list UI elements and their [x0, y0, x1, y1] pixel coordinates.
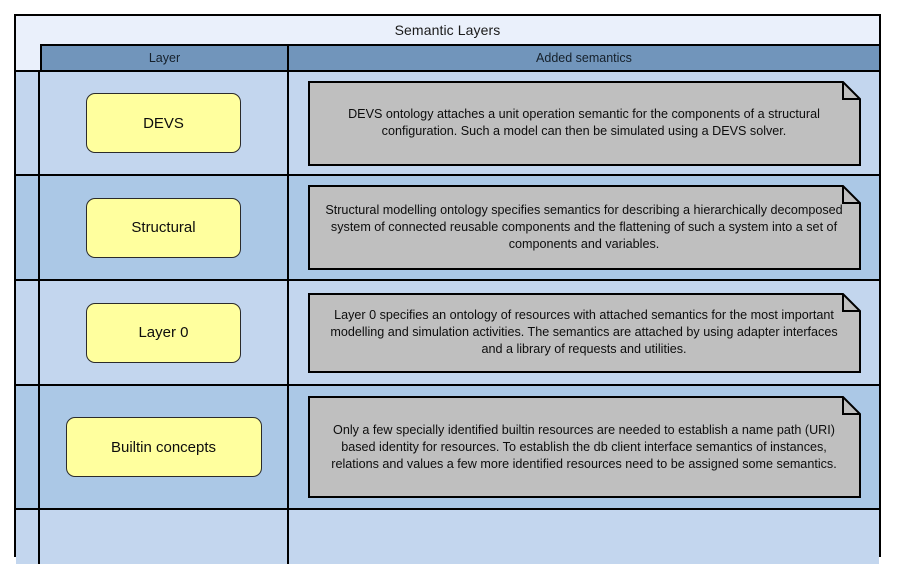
layer-cell: DEVS	[40, 72, 289, 174]
table-row: Builtin concepts Only a few specially id…	[16, 384, 879, 508]
semantic-layers-table: Semantic Layers Layer Added semantics DE…	[14, 14, 881, 564]
note-shape-builtin-concepts[interactable]: Only a few specially identified builtin …	[307, 396, 861, 498]
semantics-cell: Only a few specially identified builtin …	[289, 386, 879, 508]
row-gutter-cell	[16, 72, 40, 174]
layer-box-devs[interactable]: DEVS	[86, 93, 241, 153]
layer-box-structural-label: Structural	[131, 219, 196, 236]
semantics-cell: Structural modelling ontology specifies …	[289, 176, 879, 279]
note-body-devs: DEVS ontology attaches a unit operation …	[308, 81, 861, 166]
semantics-cell: DEVS ontology attaches a unit operation …	[289, 72, 879, 174]
row-gutter-cell	[16, 510, 40, 564]
column-header-layer-label: Layer	[148, 51, 181, 65]
semantics-cell: Layer 0 specifies an ontology of resourc…	[289, 281, 879, 384]
diagram-title: Semantic Layers	[16, 16, 879, 44]
note-body-builtin-concepts: Only a few specially identified builtin …	[308, 396, 861, 498]
note-text-builtin-concepts: Only a few specially identified builtin …	[331, 422, 837, 471]
layer-cell: Structural	[40, 176, 289, 279]
layer-box-builtin-concepts[interactable]: Builtin concepts	[65, 417, 262, 477]
layer-box-layer-0[interactable]: Layer 0	[86, 302, 241, 363]
note-body-structural: Structural modelling ontology specifies …	[308, 185, 861, 270]
note-text-layer-0: Layer 0 specifies an ontology of resourc…	[330, 308, 838, 356]
table-row-empty	[16, 508, 879, 564]
layer-cell-empty	[40, 510, 289, 564]
layer-box-builtin-concepts-label: Builtin concepts	[110, 438, 217, 456]
note-shape-structural[interactable]: Structural modelling ontology specifies …	[307, 185, 861, 270]
layer-box-structural[interactable]: Structural	[86, 197, 241, 258]
note-text-devs: DEVS ontology attaches a unit operation …	[348, 107, 820, 138]
layer-cell: Layer 0	[40, 281, 289, 384]
note-text-structural: Structural modelling ontology specifies …	[325, 203, 843, 251]
layer-cell: Builtin concepts	[40, 386, 289, 508]
diagram-title-text: Semantic Layers	[394, 22, 501, 38]
note-shape-layer-0[interactable]: Layer 0 specifies an ontology of resourc…	[307, 292, 861, 373]
semantics-cell-empty	[289, 510, 879, 564]
row-gutter-cell	[16, 176, 40, 279]
layer-box-devs-label: DEVS	[143, 114, 184, 132]
table-row: Layer 0 Layer 0 specifies an ontology of…	[16, 279, 879, 384]
column-header-added-semantics-label: Added semantics	[536, 51, 632, 65]
table-grid: Layer Added semantics DEVS DEVS o	[16, 44, 879, 564]
table-row: Structural Structural modelling ontology…	[16, 174, 879, 279]
column-header-layer: Layer	[40, 44, 289, 70]
note-body-layer-0: Layer 0 specifies an ontology of resourc…	[308, 293, 861, 373]
table-header-row: Layer Added semantics	[16, 44, 879, 70]
row-gutter-cell	[16, 281, 40, 384]
header-gutter-cell	[16, 44, 40, 70]
note-shape-devs[interactable]: DEVS ontology attaches a unit operation …	[307, 80, 861, 166]
layer-box-layer-0-label: Layer 0	[138, 324, 189, 341]
table-row: DEVS DEVS ontology attaches a unit opera…	[16, 70, 879, 174]
column-header-added-semantics: Added semantics	[289, 44, 879, 70]
row-gutter-cell	[16, 386, 40, 508]
